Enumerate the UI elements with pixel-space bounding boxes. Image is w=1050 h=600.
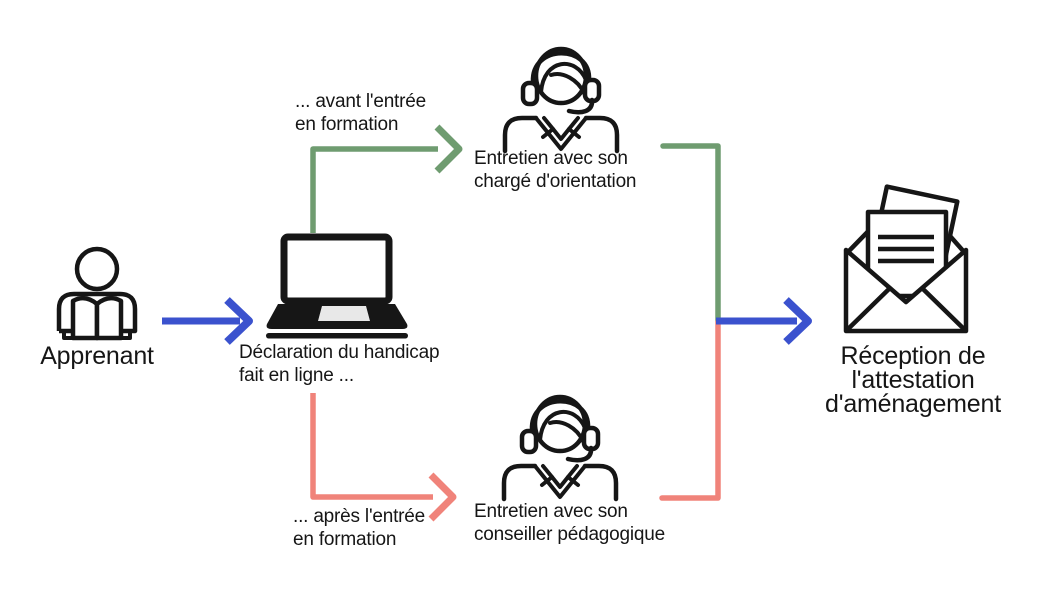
branch-after-label: ... après l'entrée en formation [293, 505, 425, 551]
support-agent-icon-orientation [505, 49, 617, 151]
orientation-label: Entretien avec son chargé d'orientation [474, 147, 636, 193]
reception-label-line3: d'aménagement [825, 390, 1001, 418]
connector-orientation [660, 143, 721, 324]
branch-before-arrow [310, 124, 463, 233]
connector-pedagogique [659, 319, 721, 501]
laptop-icon [266, 233, 408, 339]
declaration-label-line2: fait en ligne ... [239, 365, 354, 386]
reception-label-line2: l'attestation [851, 366, 975, 394]
branch-after-line1: ... après l'entrée [293, 506, 426, 527]
orientation-label-line1: Entretien avec son [474, 148, 628, 169]
learner-label: Apprenant [25, 342, 169, 370]
open-envelope-icon [843, 184, 969, 334]
declaration-label-line1: Déclaration du handicap [239, 342, 440, 363]
connectors [162, 124, 812, 522]
arrow-to-reception [716, 297, 812, 345]
arrow-learner-to-declaration [162, 297, 253, 345]
pedagogique-label: Entretien avec son conseiller pédagogiqu… [474, 500, 665, 546]
branch-before-label: ... avant l'entrée en formation [295, 90, 426, 136]
reader-icon [56, 246, 138, 341]
pedagogique-label-line2: conseiller pédagogique [474, 524, 666, 545]
orientation-label-line2: chargé d'orientation [474, 171, 637, 192]
branch-after-arrow [310, 393, 457, 522]
branch-before-line1: ... avant l'entrée [295, 91, 426, 112]
learner-label-line: Apprenant [40, 342, 154, 370]
declaration-label: Déclaration du handicap fait en ligne ..… [239, 341, 440, 387]
branch-before-line2: en formation [295, 114, 399, 135]
support-agent-icon-pedagogique [504, 397, 616, 499]
reception-label-line1: Réception de [840, 342, 986, 370]
pedagogique-label-line1: Entretien avec son [474, 501, 628, 522]
branch-after-line2: en formation [293, 529, 397, 550]
reception-label: Réception de l'attestation d'aménagement [818, 342, 1008, 418]
